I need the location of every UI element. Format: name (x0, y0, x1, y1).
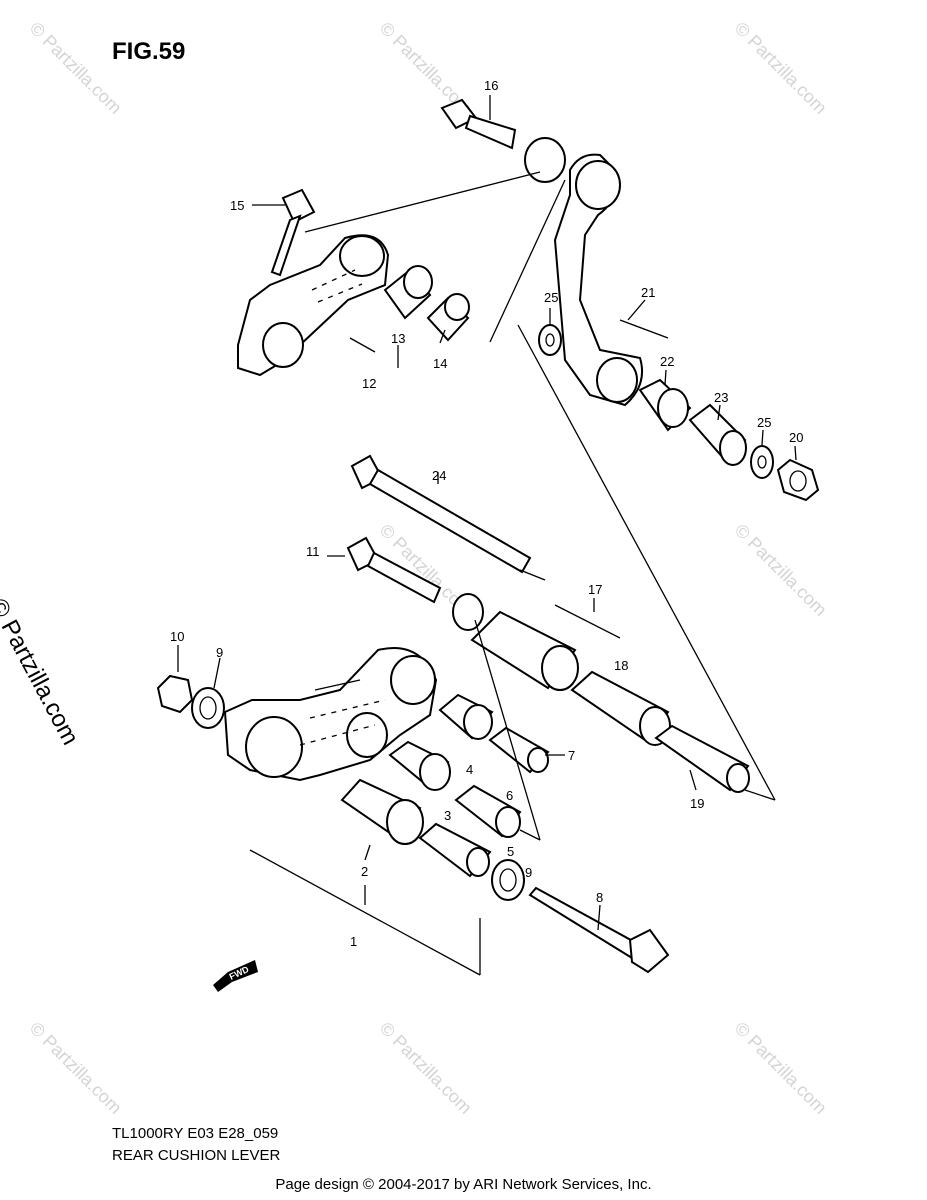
callout-4: 4 (466, 762, 473, 777)
spacer-5 (418, 822, 492, 878)
callout-6: 6 (506, 788, 513, 803)
washer-25-upper (538, 324, 562, 356)
forward-arrow-icon: FWD (213, 960, 258, 992)
nut-10 (156, 674, 194, 714)
callout-13: 13 (391, 331, 405, 346)
callout-9-left: 9 (216, 645, 223, 660)
model-code: TL1000RY E03 E28_059 (112, 1125, 279, 1142)
callout-20: 20 (789, 430, 803, 445)
spacer-23 (688, 403, 747, 466)
callout-14: 14 (433, 356, 447, 371)
callout-17: 17 (588, 582, 602, 597)
bolt-8 (528, 886, 670, 974)
cushion-rod-21 (524, 137, 644, 407)
callout-25-upper: 25 (544, 290, 558, 305)
callout-10: 10 (170, 629, 184, 644)
callout-22: 22 (660, 354, 674, 369)
bolt-24 (350, 454, 532, 574)
bearing-2 (340, 778, 424, 845)
callout-11: 11 (306, 544, 320, 559)
callout-21: 21 (641, 285, 655, 300)
callout-5: 5 (507, 844, 514, 859)
washer-9-left (191, 687, 225, 729)
bearing-18 (570, 670, 671, 746)
bearing-22 (638, 378, 692, 432)
washer-9-right (491, 859, 525, 901)
cushion-lever-lower (223, 647, 438, 782)
bolt-11 (346, 536, 442, 604)
footer-copyright: Page design © 2004-2017 by ARI Network S… (275, 1176, 652, 1193)
leader-lines (177, 95, 797, 931)
callout-1: 1 (350, 934, 357, 949)
assembly-lines (249, 171, 776, 976)
callout-7: 7 (568, 748, 575, 763)
bearing-upper-lower (438, 693, 494, 740)
callout-23: 23 (714, 390, 728, 405)
spacer-19 (654, 724, 750, 793)
callout-24: 24 (432, 468, 446, 483)
bolt-15 (270, 188, 316, 277)
callout-16: 16 (484, 78, 498, 93)
callout-15: 15 (230, 198, 244, 213)
figure-title: FIG.59 (112, 38, 186, 65)
callout-3: 3 (444, 808, 451, 823)
callouts: 16 15 13 12 14 25 21 22 23 25 20 24 11 1… (170, 78, 803, 949)
bearing-13 (383, 265, 433, 320)
callout-2: 2 (361, 864, 368, 879)
collar-17 (470, 610, 579, 691)
bolt-16 (440, 98, 517, 150)
callout-25-right: 25 (757, 415, 771, 430)
spacer-7 (488, 726, 550, 774)
washer-25-right (750, 445, 774, 479)
bearing-4 (388, 740, 451, 791)
diagram-name: REAR CUSHION LEVER (112, 1147, 281, 1164)
cushion-lever-upper (237, 234, 390, 377)
nut-20 (776, 458, 820, 502)
callout-12: 12 (362, 376, 376, 391)
washer-17 (452, 593, 484, 631)
callout-9-right: 9 (525, 865, 532, 880)
callout-19: 19 (690, 796, 704, 811)
callout-8: 8 (596, 890, 603, 905)
spacer-14 (426, 293, 470, 342)
callout-18: 18 (614, 658, 628, 673)
spacer-6 (454, 784, 522, 838)
